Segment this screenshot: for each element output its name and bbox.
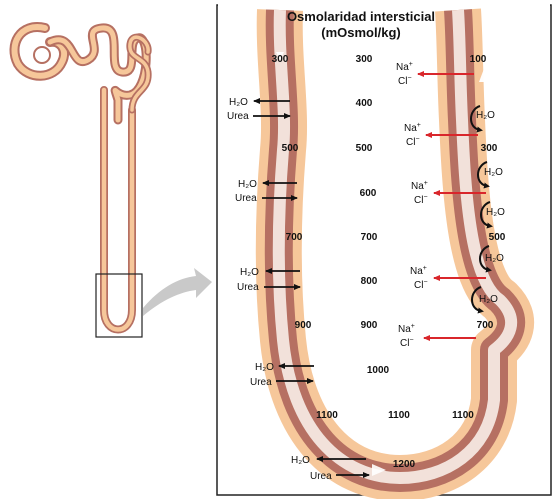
- interstitial-value-1100: 1100: [388, 410, 410, 421]
- ion-transport-4: Na+ Cl−: [410, 265, 486, 291]
- water-recirculation: H₂O H₂O H₂O H₂O H₂O: [470, 105, 505, 314]
- sodium-label: Na+: [396, 61, 413, 73]
- urea-label: Urea: [227, 111, 249, 122]
- recirculation-4: H₂O: [479, 245, 504, 273]
- chloride-label: Cl−: [414, 279, 428, 291]
- recirculation-label: H₂O: [486, 207, 505, 218]
- water-label: H₂O: [291, 455, 310, 466]
- interstitial-value-300: 300: [356, 54, 373, 65]
- recirculation-label: H₂O: [484, 167, 503, 178]
- interstitial-value-1000: 1000: [367, 365, 390, 376]
- exchange-group-5: H₂O Urea: [291, 455, 370, 482]
- exchange-group-3: H₂O Urea: [237, 267, 301, 293]
- loop-bottom-value-right: 1100: [452, 410, 474, 421]
- ion-transport-3: Na+ Cl−: [411, 180, 486, 206]
- interstitial-value-800: 800: [361, 276, 378, 287]
- interstitial-value-400: 400: [356, 98, 373, 109]
- curl-arrow-icon: [471, 286, 484, 314]
- descending-value-300: 300: [272, 54, 289, 65]
- chloride-label: Cl−: [406, 136, 420, 148]
- recirculation-label: H₂O: [485, 253, 504, 264]
- chart-subtitle: (mOsmol/kg): [321, 25, 400, 40]
- ascending-value-500: 500: [489, 232, 506, 243]
- recirculation-2: H₂O: [477, 161, 503, 189]
- ascending-value-700: 700: [477, 320, 494, 331]
- interstitial-value-600: 600: [360, 188, 377, 199]
- sodium-label: Na+: [410, 265, 427, 277]
- water-label: H₂O: [240, 267, 259, 278]
- interstitial-value-500: 500: [356, 143, 373, 154]
- ascending-value-300: 300: [481, 143, 498, 154]
- recirculation-5: H₂O: [471, 286, 498, 314]
- descending-value-900: 900: [295, 320, 312, 331]
- interstitial-value-900: 900: [361, 320, 378, 331]
- loop-bottom-value-left: 1100: [316, 410, 338, 421]
- exchange-group-4: H₂O Urea: [250, 362, 314, 388]
- curl-arrow-icon: [470, 105, 483, 133]
- exchange-group-1: H₂O Urea: [227, 97, 291, 122]
- ascending-value-100: 100: [470, 54, 487, 65]
- urea-label: Urea: [250, 377, 272, 388]
- curl-arrow-icon: [479, 245, 492, 273]
- recirculation-label: H₂O: [476, 110, 495, 121]
- curl-arrow-icon: [480, 201, 493, 229]
- urea-label: Urea: [310, 471, 332, 482]
- descending-value-700: 700: [286, 232, 303, 243]
- chloride-label: Cl−: [414, 194, 428, 206]
- interstitial-value-700: 700: [361, 232, 378, 243]
- sodium-label: Na+: [411, 180, 428, 192]
- urea-label: Urea: [237, 282, 259, 293]
- chloride-label: Cl−: [400, 337, 414, 349]
- water-label: H₂O: [229, 97, 248, 108]
- ion-transport-1: Na+ Cl−: [396, 61, 474, 87]
- zoom-pointer-arrow: [143, 268, 212, 316]
- water-label: H₂O: [238, 179, 257, 190]
- sodium-label: Na+: [404, 122, 421, 134]
- flow-out-arrow: [479, 66, 491, 82]
- loop-tubule: [255, 8, 534, 499]
- recirculation-label: H₂O: [479, 294, 498, 305]
- ion-transport-2: Na+ Cl−: [404, 122, 478, 148]
- interstitial-value-1200: 1200: [393, 459, 416, 470]
- zoom-box: [95, 273, 143, 338]
- ion-transport-5: Na+ Cl−: [398, 323, 476, 349]
- water-label: H₂O: [255, 362, 274, 373]
- exchange-group-2: H₂O Urea: [235, 179, 298, 204]
- recirculation-3: H₂O: [480, 201, 505, 229]
- chloride-label: Cl−: [398, 75, 412, 87]
- urea-label: Urea: [235, 193, 257, 204]
- recirculation-1: H₂O: [470, 105, 495, 133]
- sodium-label: Na+: [398, 323, 415, 335]
- chart-title: Osmolaridad intersticial: [287, 9, 435, 24]
- curl-arrow-icon: [477, 161, 490, 189]
- descending-value-500: 500: [282, 143, 299, 154]
- nephron-thumbnail: [9, 22, 152, 338]
